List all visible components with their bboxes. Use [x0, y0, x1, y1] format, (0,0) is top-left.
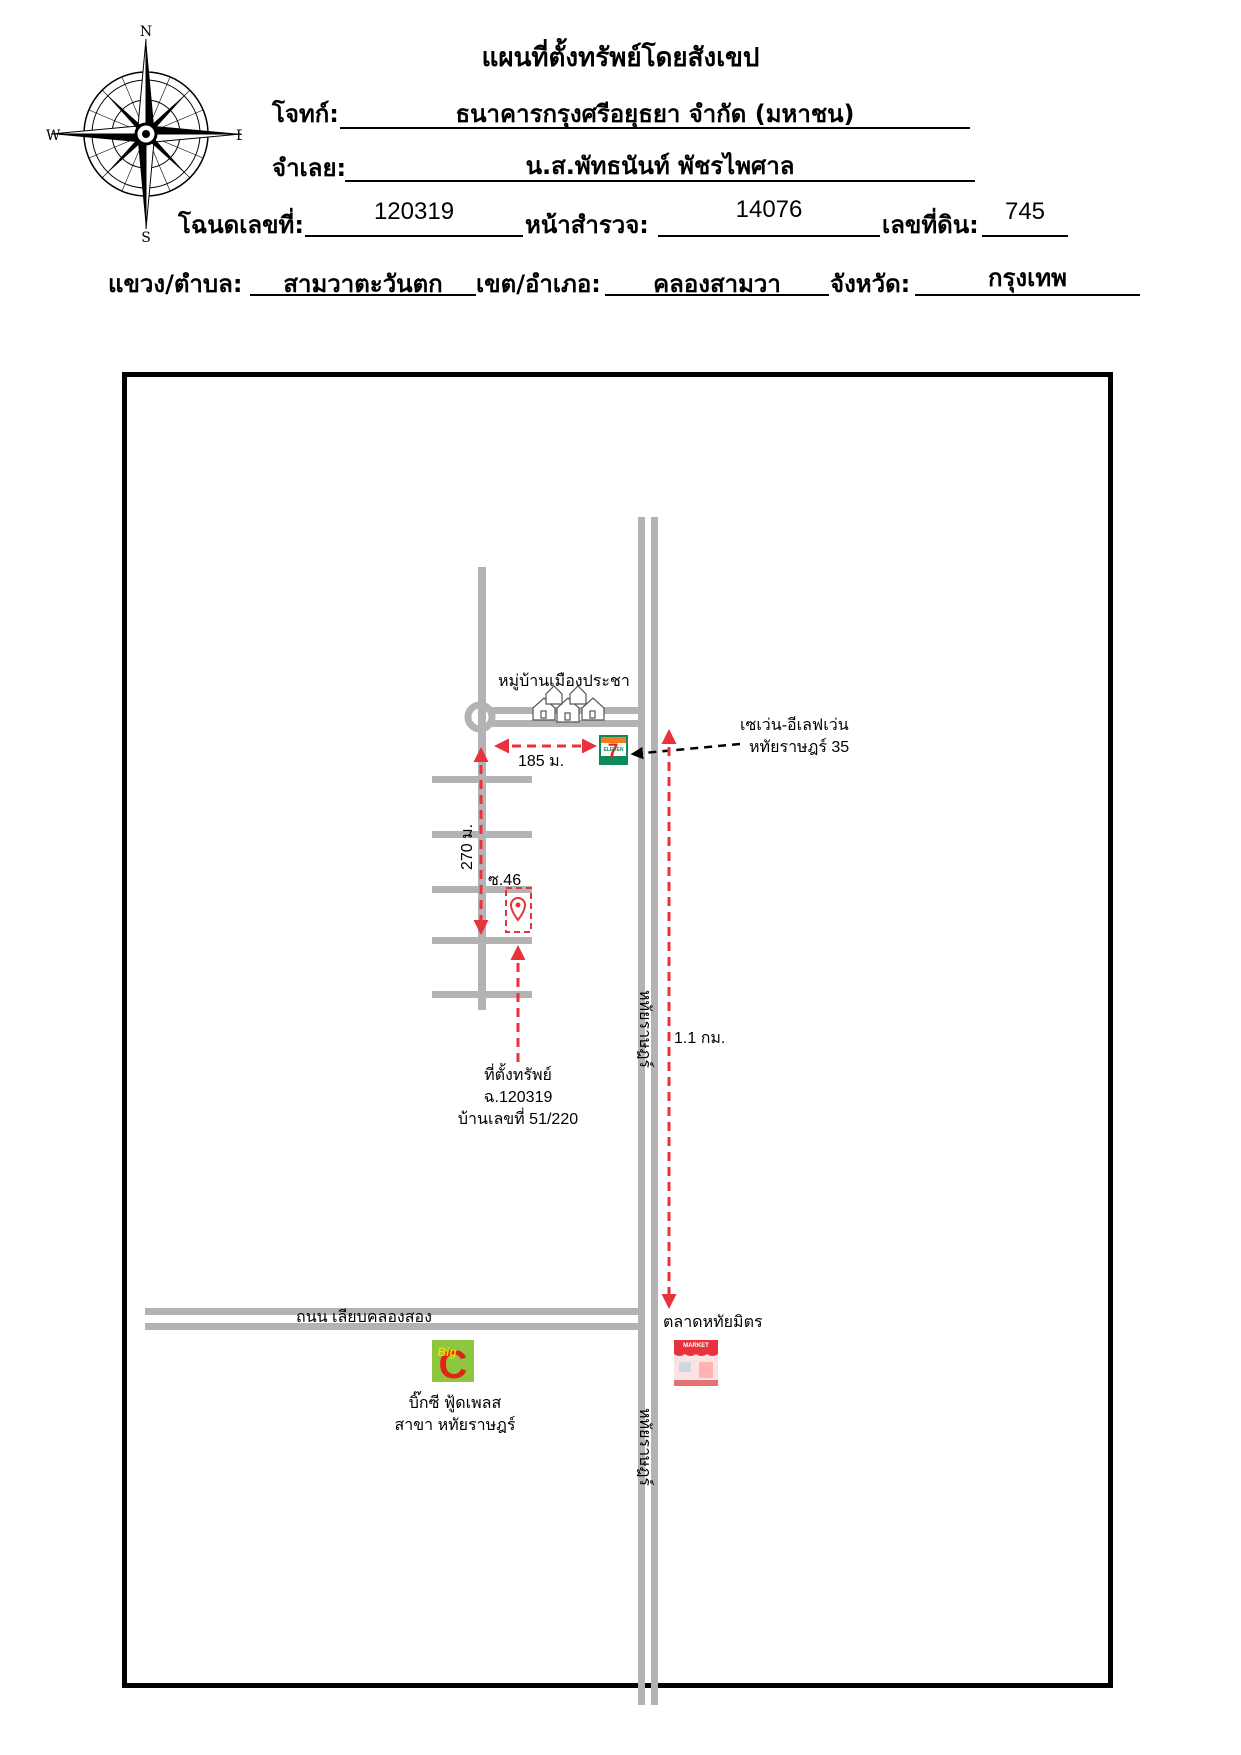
main-road-hathairat [638, 517, 658, 1705]
svg-text:Big: Big [437, 1345, 457, 1359]
seven-eleven-icon: 7 ELEVEN [599, 735, 628, 765]
svg-text:MARKET: MARKET [683, 1343, 709, 1349]
cross-road-label: ถนน เลียบคลองสอง [296, 1308, 432, 1326]
defendant-label: จำเลย: [272, 154, 347, 182]
seven-eleven-label-line1: เซเว่น-อีเลฟเว่น [740, 716, 849, 734]
compass-rose-icon: N S W E [46, 24, 242, 244]
district-label: เขต/อำเภอ: [476, 270, 601, 298]
big-c-logo-icon: C Big [432, 1340, 474, 1387]
compass-e: E [236, 128, 242, 144]
property-label-line2: ฉ.120319 [484, 1089, 553, 1106]
district-value: คลองสามวา [653, 270, 781, 298]
province-label: จังหวัด: [830, 270, 911, 298]
survey-underline [658, 235, 880, 237]
plaintiff-underline [340, 127, 970, 129]
main-road-label-lower: หทัยราษฎร์ [636, 1408, 655, 1486]
compass-w: W [46, 128, 61, 144]
province-value: กรุงเทพ [988, 264, 1067, 292]
deed-value: 120319 [373, 198, 455, 225]
subdistrict-underline [250, 294, 476, 296]
subdistrict-label: แขวง/ตำบล: [108, 270, 243, 298]
defendant-underline [345, 180, 975, 182]
dist-185-label: 185 ม. [518, 753, 564, 770]
survey-value: 14076 [735, 196, 803, 223]
main-road-label-upper: หทัยราษฎร์ [636, 990, 655, 1068]
plaintiff-label: โจทก์: [272, 100, 339, 128]
land-no-value: 745 [1004, 198, 1046, 225]
svg-text:C: C [439, 1343, 468, 1387]
land-no-underline [982, 235, 1068, 237]
land-no-label: เลขที่ดิน: [882, 211, 979, 239]
market-icon: MARKET [674, 1340, 718, 1386]
compass-n: N [140, 24, 152, 40]
property-label-line1: ที่ตั้งทรัพย์ [484, 1063, 552, 1084]
deed-label: โฉนดเลขที่: [178, 211, 304, 239]
bigc-label-line1: บิ๊กซี ฟู้ดเพลส [409, 1391, 502, 1413]
dist-270-label: 270 ม. [459, 824, 476, 870]
seven-eleven-pointer-arrow [630, 742, 741, 760]
property-plot [505, 887, 532, 933]
dist-1-1km-label: 1.1 กม. [674, 1030, 725, 1047]
plaintiff-value: ธนาคารกรุงศรีอยุธยา จำกัด (มหาชน) [455, 100, 855, 128]
deed-underline [305, 235, 523, 237]
soi-46-label: ซ.46 [488, 872, 521, 889]
subdistrict-value: สามวาตะวันตก [283, 270, 443, 298]
province-underline [915, 294, 1140, 296]
compass-s: S [141, 230, 151, 244]
defendant-value: น.ส.พัทธนันท์ พัชรไพศาล [525, 152, 795, 180]
bigc-label-line2: สาขา หทัยราษฎร์ [394, 1415, 515, 1434]
village-label: หมู่บ้านเมืองประชา [498, 672, 630, 691]
property-label-line3: บ้านเลขที่ 51/220 [458, 1107, 578, 1128]
market-label: ตลาดหทัยมิตร [663, 1314, 763, 1331]
map-frame [122, 372, 1113, 1688]
survey-label: หน้าสำรวจ: [525, 211, 649, 239]
seven-eleven-label-line2: หทัยราษฎร์ 35 [749, 737, 849, 756]
page-title: แผนที่ตั้งทรัพย์โดยสังเขป [481, 43, 760, 73]
location-pin-icon [509, 897, 527, 922]
cross-road-liap-khlong-song [145, 1308, 645, 1330]
svg-text:7: 7 [608, 741, 619, 762]
svg-text:ELEVEN: ELEVEN [603, 747, 623, 753]
village-houses-icon [532, 685, 605, 723]
district-underline [605, 294, 829, 296]
